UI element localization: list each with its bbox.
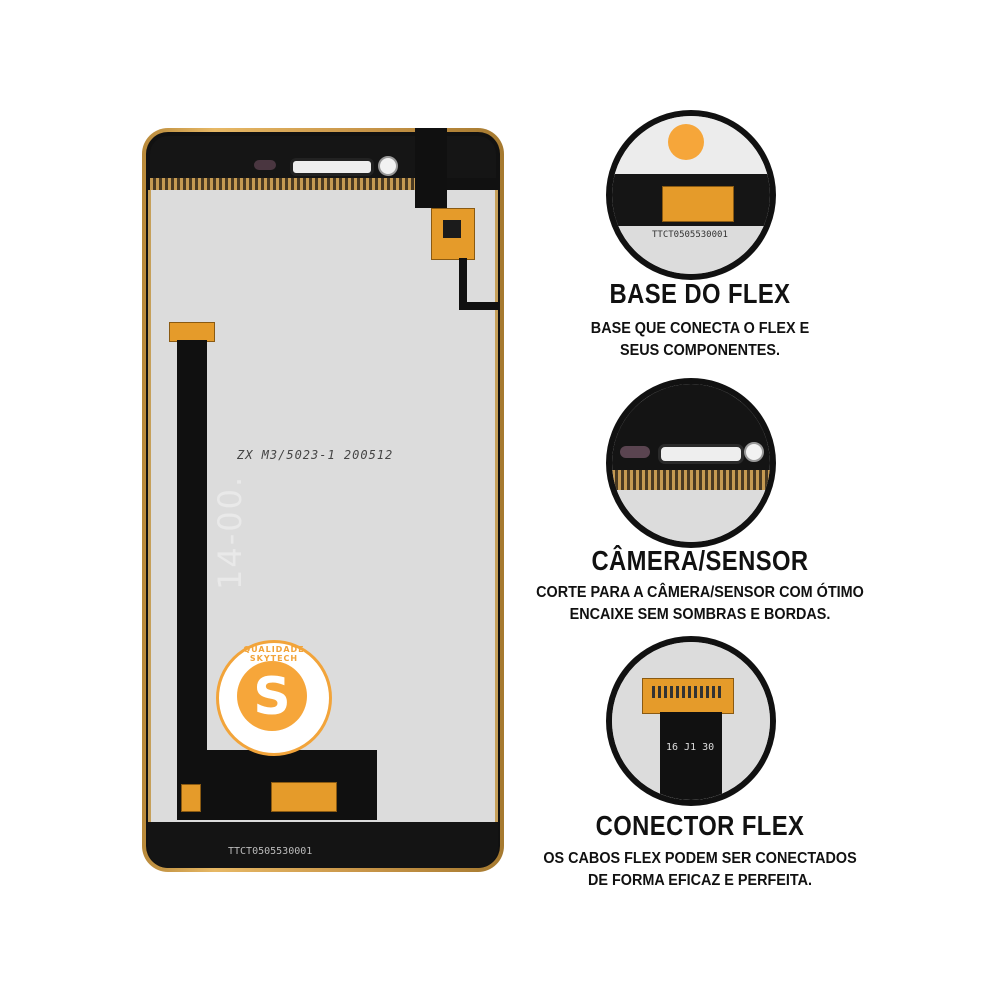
feature-desc-line: SEUS COMPONENTES. xyxy=(619,342,781,359)
lcd-flex-pads xyxy=(181,784,201,812)
lcd-serial-marking: 14-00. xyxy=(211,474,249,590)
lcd-flex-connector xyxy=(169,322,215,342)
feature-title-base-do-flex: BASE DO FLEX xyxy=(609,278,791,309)
camera-cutout-icon xyxy=(254,160,276,170)
watermark-badge: S xyxy=(237,661,307,731)
feature-desc-base-do-flex: BASE QUE CONECTA O FLEX E SEUS COMPONENT… xyxy=(529,318,871,362)
lcd-driver-board xyxy=(271,782,337,812)
flex-connector-closeup-icon: 16 J1 30 xyxy=(606,636,776,806)
lcd-bottom-bezel: TTCT0505530001 xyxy=(148,822,498,868)
touch-flex-tail-end xyxy=(459,302,499,310)
skytech-watermark-logo: QUALIDADE SKYTECH S xyxy=(216,640,332,756)
feature-title-conector-flex: CONECTOR FLEX xyxy=(595,810,805,841)
proximity-sensor-icon xyxy=(378,156,398,176)
feature-desc-camera-sensor: CORTE PARA A CÂMERA/SENSOR COM ÓTIMO ENC… xyxy=(529,582,871,626)
feature-title-camera-sensor: CÂMERA/SENSOR xyxy=(591,545,809,576)
lcd-barcode-marking: TTCT0505530001 xyxy=(228,846,313,857)
camera-sensor-closeup-icon xyxy=(606,378,776,548)
touch-controller-chip xyxy=(443,220,461,238)
lcd-top-contact-strip xyxy=(150,178,430,192)
closeup-connector-text: 16 J1 30 xyxy=(666,742,715,753)
feature-desc-line: OS CABOS FLEX PODEM SER CONECTADOS xyxy=(543,850,857,867)
feature-desc-line: BASE QUE CONECTA O FLEX E xyxy=(590,320,810,337)
watermark-label: QUALIDADE SKYTECH xyxy=(243,645,305,663)
feature-desc-line: CORTE PARA A CÂMERA/SENSOR COM ÓTIMO xyxy=(536,584,864,601)
lcd-module-image: ZX M3/5023-1 200512 14-00. TTCT050553000… xyxy=(142,128,504,872)
touch-flex-tail xyxy=(459,258,467,308)
touch-flex-cable xyxy=(415,128,447,208)
closeup-barcode-text: TTCT0505530001 xyxy=(652,230,728,240)
watermark-letter: S xyxy=(253,667,291,727)
lcd-flex-cable xyxy=(177,340,207,800)
lcd-model-marking: ZX M3/5023-1 200512 xyxy=(237,448,394,462)
earpiece-speaker-icon xyxy=(290,158,374,176)
feature-desc-conector-flex: OS CABOS FLEX PODEM SER CONECTADOS DE FO… xyxy=(529,848,871,892)
feature-desc-line: DE FORMA EFICAZ E PERFEITA. xyxy=(587,872,812,889)
flex-base-closeup-icon: TTCT0505530001 xyxy=(606,110,776,280)
feature-desc-line: ENCAIXE SEM SOMBRAS E BORDAS. xyxy=(569,606,831,623)
